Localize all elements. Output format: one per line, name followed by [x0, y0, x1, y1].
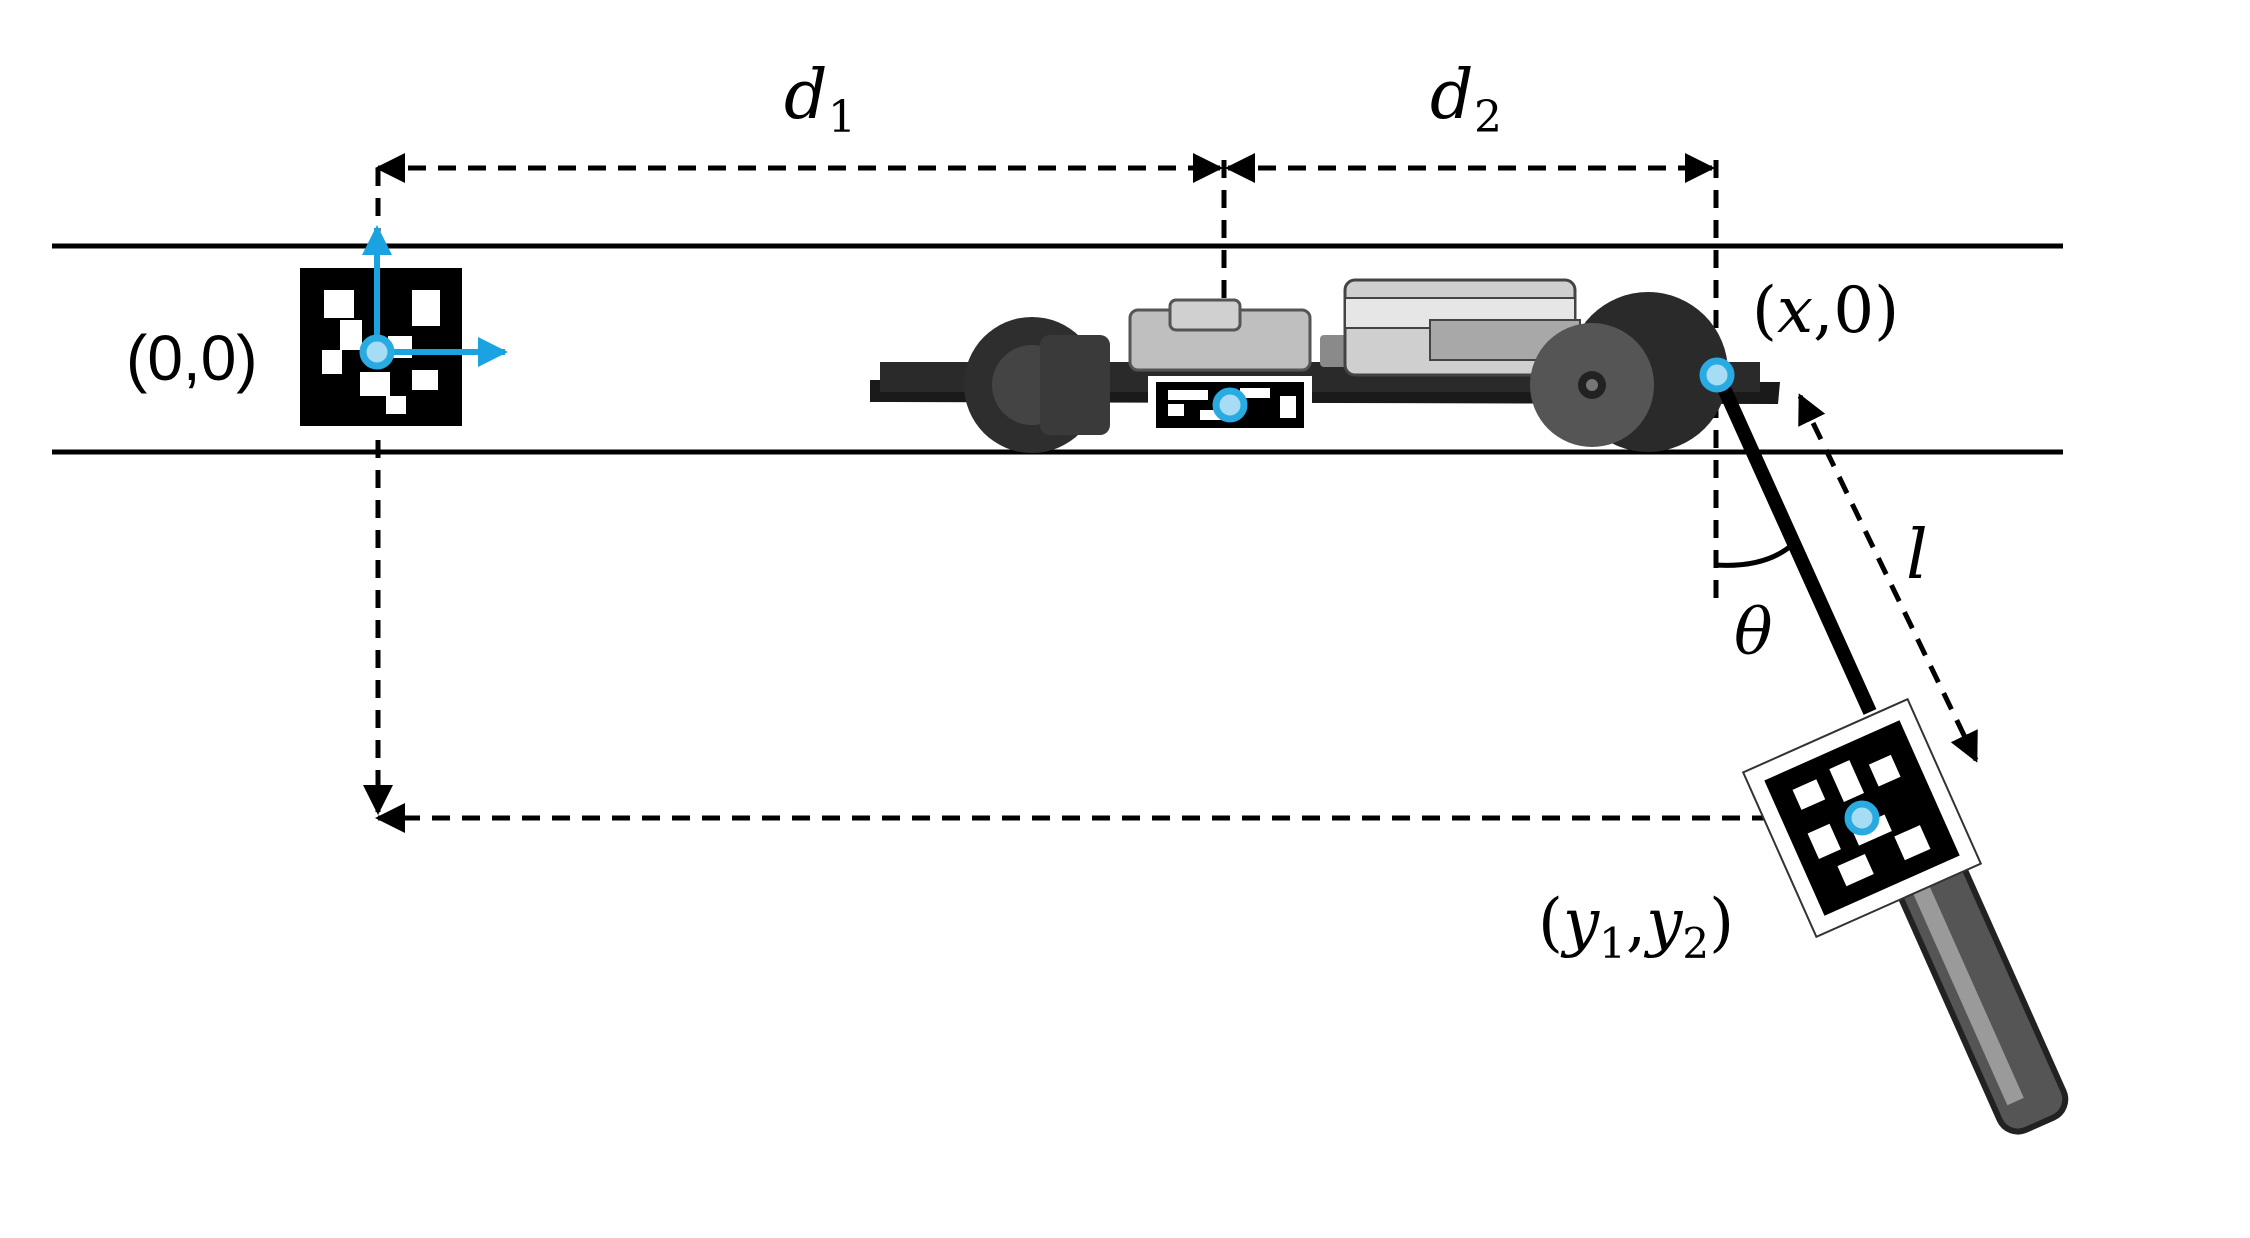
d1-subscript: 1	[828, 92, 856, 143]
d2-label: d	[1430, 56, 1474, 135]
xpoint-label: (x,0)	[1752, 274, 1899, 348]
wheeled-robot-icon	[870, 278, 1780, 453]
arm-tag-point-marker	[1844, 800, 1880, 836]
d1-label: d	[784, 56, 828, 135]
ypoint-label: (y1,y2)	[1538, 886, 1734, 968]
theta-angle-arc	[1715, 543, 1794, 568]
theta-label: θ	[1734, 596, 1773, 670]
origin-aruco-tag	[300, 268, 462, 426]
length-l-arrow	[1797, 393, 1979, 763]
pivot-point-marker	[1699, 357, 1735, 393]
length-label: l	[1906, 516, 1928, 595]
d2-subscript: 2	[1474, 92, 1502, 143]
origin-label: (0,0)	[126, 322, 258, 394]
origin-point-marker	[359, 334, 395, 370]
arm-rod	[1711, 372, 1877, 715]
robot-center-point-marker	[1212, 387, 1248, 423]
